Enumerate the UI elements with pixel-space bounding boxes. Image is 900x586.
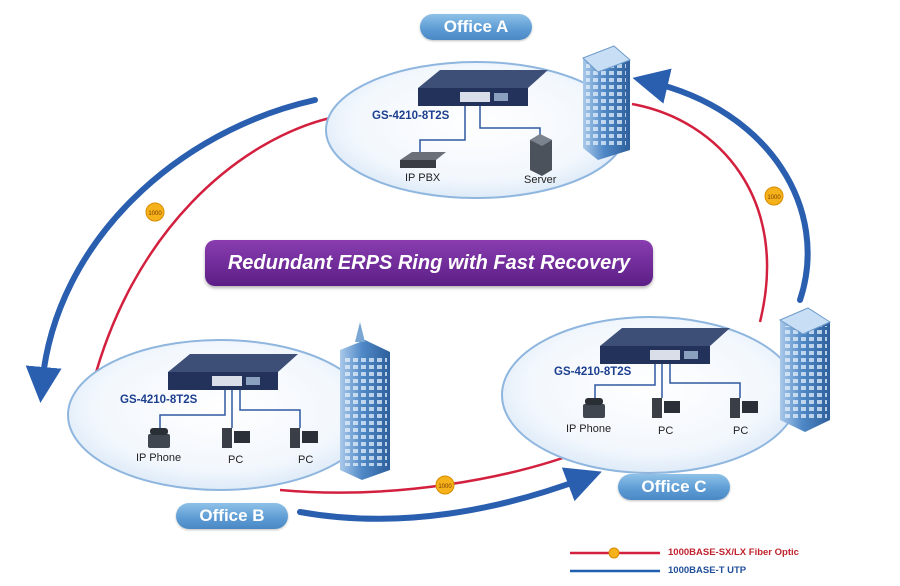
legend-fiber-label: 1000BASE-SX/LX Fiber Optic bbox=[668, 547, 799, 558]
office-c-label: Office C bbox=[618, 474, 730, 500]
switch-c-model: GS-4210-8T2S bbox=[554, 366, 632, 378]
link-badge-ab-text: 1000 bbox=[148, 211, 162, 217]
fiber-link-a-b bbox=[88, 116, 331, 396]
ip-pbx-icon bbox=[400, 152, 446, 168]
device-label-pc-b2: PC bbox=[298, 454, 314, 466]
pc-icon bbox=[222, 428, 250, 448]
diagram-title: Redundant ERPS Ring with Fast Recovery bbox=[205, 240, 653, 286]
link-badges: 1000 1000 1000 bbox=[145, 186, 784, 495]
office-b-building bbox=[340, 322, 390, 480]
pc-icon bbox=[652, 398, 680, 418]
switch-b bbox=[168, 354, 298, 390]
switch-c bbox=[600, 328, 730, 364]
ring-arrows bbox=[25, 68, 811, 522]
link-badge-ab: 1000 bbox=[145, 202, 165, 222]
fiber-link-a-c bbox=[631, 102, 769, 323]
ip-phone-icon bbox=[583, 398, 605, 418]
link-badge-ac-text: 1000 bbox=[767, 195, 781, 201]
legend-utp-label: 1000BASE-T UTP bbox=[668, 565, 747, 576]
ip-phone-icon bbox=[148, 428, 170, 448]
link-badge-bc-text: 1000 bbox=[438, 484, 452, 490]
device-links bbox=[159, 106, 741, 428]
legend-swatches bbox=[570, 547, 660, 573]
office-c-building bbox=[778, 307, 832, 432]
link-badge-ac: 1000 bbox=[764, 186, 784, 206]
link-badge-bc: 1000 bbox=[435, 475, 455, 495]
ring-arrow-a-b bbox=[25, 97, 318, 403]
office-a-building bbox=[582, 45, 631, 160]
device-label-ip-phone-b: IP Phone bbox=[136, 452, 182, 464]
device-label-server: Server bbox=[524, 174, 557, 186]
device-label-ip-pbx: IP PBX bbox=[405, 172, 441, 184]
device-label-pc-c1: PC bbox=[658, 425, 674, 437]
pc-icon bbox=[730, 398, 758, 418]
switch-a-model: GS-4210-8T2S bbox=[372, 110, 450, 122]
ring-arrow-c-a bbox=[632, 68, 811, 303]
pc-icon bbox=[290, 428, 318, 448]
device-label-ip-phone-c: IP Phone bbox=[566, 423, 612, 435]
office-a-label: Office A bbox=[420, 14, 532, 40]
office-b-label: Office B bbox=[176, 503, 288, 529]
switch-a bbox=[418, 70, 548, 106]
device-label-pc-c2: PC bbox=[733, 425, 749, 437]
ring-arrow-b-c bbox=[297, 467, 602, 522]
server-icon bbox=[530, 134, 552, 176]
switch-b-model: GS-4210-8T2S bbox=[120, 394, 198, 406]
device-label-pc-b1: PC bbox=[228, 454, 244, 466]
